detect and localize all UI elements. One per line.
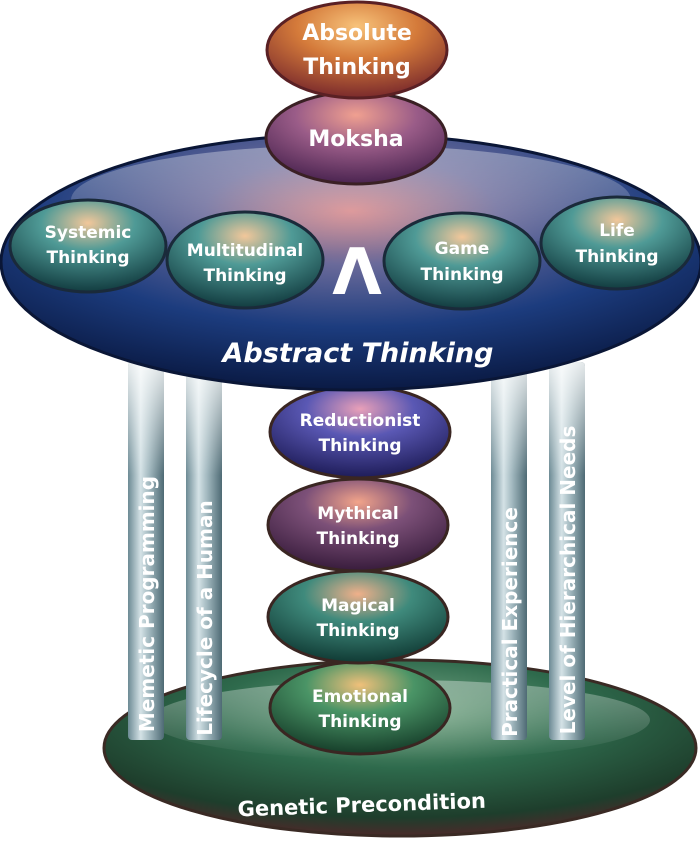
bubble-systemic-line1: Systemic [45,223,132,243]
bubble-absolute-thinking: Absolute Thinking [265,0,449,100]
bubble-game-line2: Thinking [420,265,503,285]
absolute-line2: Thinking [303,55,410,80]
bubble-moksha: Moksha [264,90,448,186]
abstract-thinking-label: Abstract Thinking [221,338,494,369]
bubble-mythical-line2: Thinking [316,529,399,549]
pillar-label-lifecycle-of-a-human: Lifecycle of a Human [193,500,217,735]
bubble-reductionist-line1: Reductionist [300,411,421,431]
moksha-label: Moksha [308,127,403,152]
bubble-multitudinal-line2: Thinking [203,266,286,286]
bubble-systemic-thinking: Systemic Thinking [8,198,168,294]
bubble-emotional-line1: Emotional [312,687,408,707]
bubble-emotional-line2: Thinking [318,712,401,732]
pillar-lifecycle-of-a-human [186,362,222,740]
pillar-memetic-programming [128,362,164,740]
pillar-practical-experience [491,362,527,740]
bubble-reductionist-thinking: Reductionist Thinking [268,384,452,480]
bubble-systemic-line2: Thinking [46,248,129,268]
bubble-game-thinking: Game Thinking [382,211,542,311]
bubble-life-line2: Thinking [575,247,658,267]
bubble-emotional-thinking: Emotional Thinking [268,660,452,756]
bubble-game-line1: Game [435,239,490,259]
pillar-label-level-of-hierarchical-needs: Level of Hierarchical Needs [556,426,580,735]
bubble-magical-line1: Magical [321,596,395,616]
bubble-life-thinking: Life Thinking [539,195,695,291]
pillar-label-practical-experience: Practical Experience [498,507,522,737]
bubble-life-line1: Life [599,221,635,241]
caret-symbol: Λ [332,236,382,310]
bubble-reductionist-line2: Thinking [318,436,401,456]
bubble-multitudinal-thinking: Multitudinal Thinking [165,210,325,310]
pillar-level-of-hierarchical-needs [549,362,585,740]
bubble-multitudinal-line1: Multitudinal [187,241,303,261]
bubble-mythical-line1: Mythical [317,504,398,524]
bubble-magical-thinking: Magical Thinking [266,569,450,665]
absolute-line1: Absolute [302,21,412,46]
bubble-mythical-thinking: Mythical Thinking [266,477,450,573]
pillar-label-memetic-programming: Memetic Programming [135,476,159,732]
bubble-magical-line2: Thinking [316,621,399,641]
